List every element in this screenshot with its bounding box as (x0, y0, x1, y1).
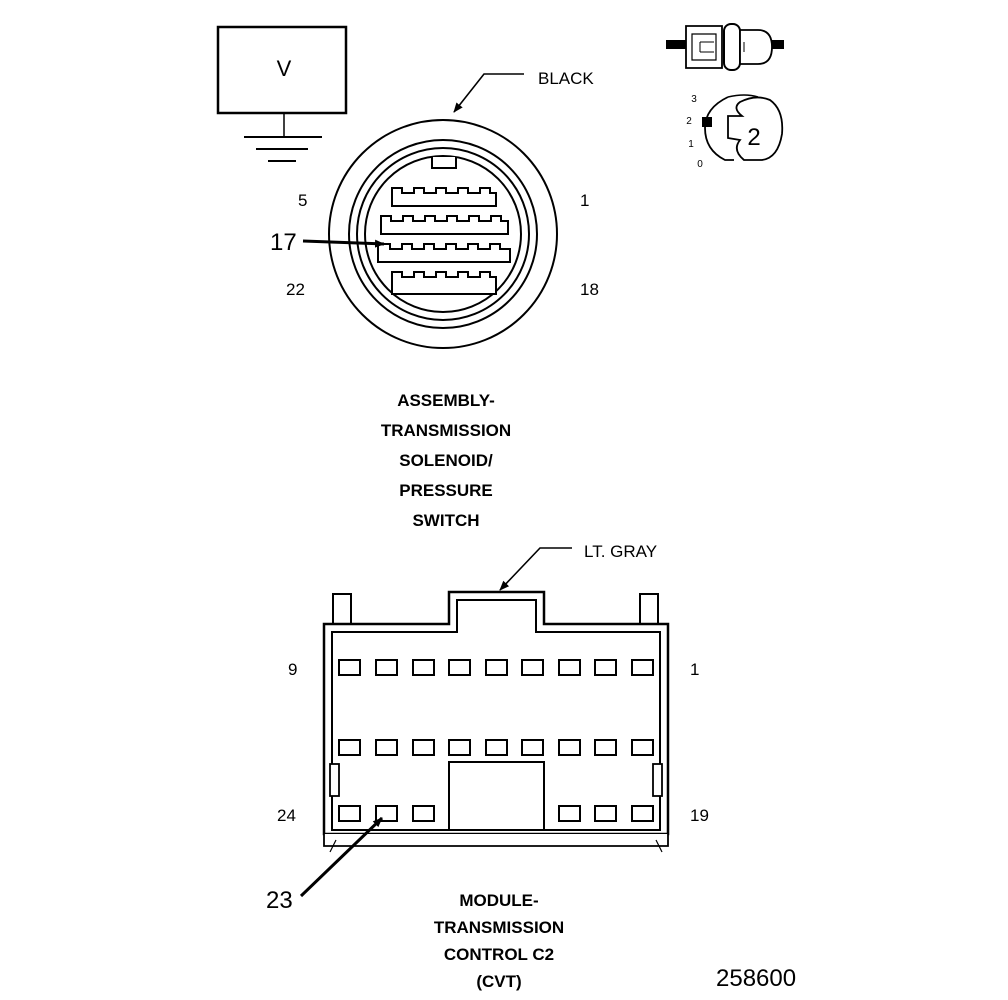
tcm-caption-line-1: MODULE- (459, 891, 538, 910)
tcm-pin-label-top-left: 9 (288, 660, 297, 679)
solenoid-caption-line-5: SWITCH (412, 511, 479, 530)
tcm-caption-line-4: (CVT) (476, 972, 521, 991)
tcm-pin-label-bottom-left: 24 (277, 806, 296, 825)
selector-position-1: 1 (688, 139, 694, 150)
solenoid-connector-color: BLACK (538, 69, 594, 88)
tcm-connector: LT. GRAY (266, 542, 709, 914)
selector-knob-icon: 3 2 1 0 2 (686, 94, 784, 170)
probe-icon (666, 23, 784, 71)
tcm-caption-line-3: CONTROL C2 (444, 945, 554, 964)
selector-position-2: 2 (686, 116, 692, 127)
voltmeter-icon: V (216, 25, 348, 162)
solenoid-caption-line-4: PRESSURE (399, 481, 493, 500)
tcm-pin-row-middle (338, 739, 654, 756)
meter-symbol: V (277, 56, 292, 81)
tcm-callout-pin: 23 (266, 887, 293, 914)
tcm-pin-label-top-right: 1 (690, 660, 699, 679)
solenoid-pin-label-top-left: 5 (298, 191, 307, 210)
tcm-pin-row-bottom (338, 805, 654, 822)
tcm-caption: MODULE- TRANSMISSION CONTROL C2 (CVT) (434, 891, 564, 991)
selector-position-0: 0 (697, 159, 703, 170)
figure-number: 258600 (716, 965, 796, 992)
solenoid-caption-line-1: ASSEMBLY- (397, 391, 495, 410)
selector-setting: 2 (747, 124, 760, 151)
solenoid-caption-line-2: TRANSMISSION (381, 421, 511, 440)
solenoid-caption: ASSEMBLY- TRANSMISSION SOLENOID/ PRESSUR… (381, 391, 511, 530)
tcm-pin-label-bottom-right: 19 (690, 806, 709, 825)
tcm-pin-row-top (338, 659, 654, 676)
solenoid-pin-label-bottom-left: 22 (286, 280, 305, 299)
selector-position-3: 3 (691, 94, 697, 105)
tcm-caption-line-2: TRANSMISSION (434, 918, 564, 937)
solenoid-callout-pin: 17 (270, 229, 297, 256)
solenoid-connector: BLACK 5 1 22 18 17 (270, 69, 599, 349)
solenoid-pin-label-bottom-right: 18 (580, 280, 599, 299)
solenoid-pin-label-top-right: 1 (580, 191, 589, 210)
tcm-connector-color: LT. GRAY (584, 542, 657, 561)
solenoid-caption-line-3: SOLENOID/ (399, 451, 493, 470)
